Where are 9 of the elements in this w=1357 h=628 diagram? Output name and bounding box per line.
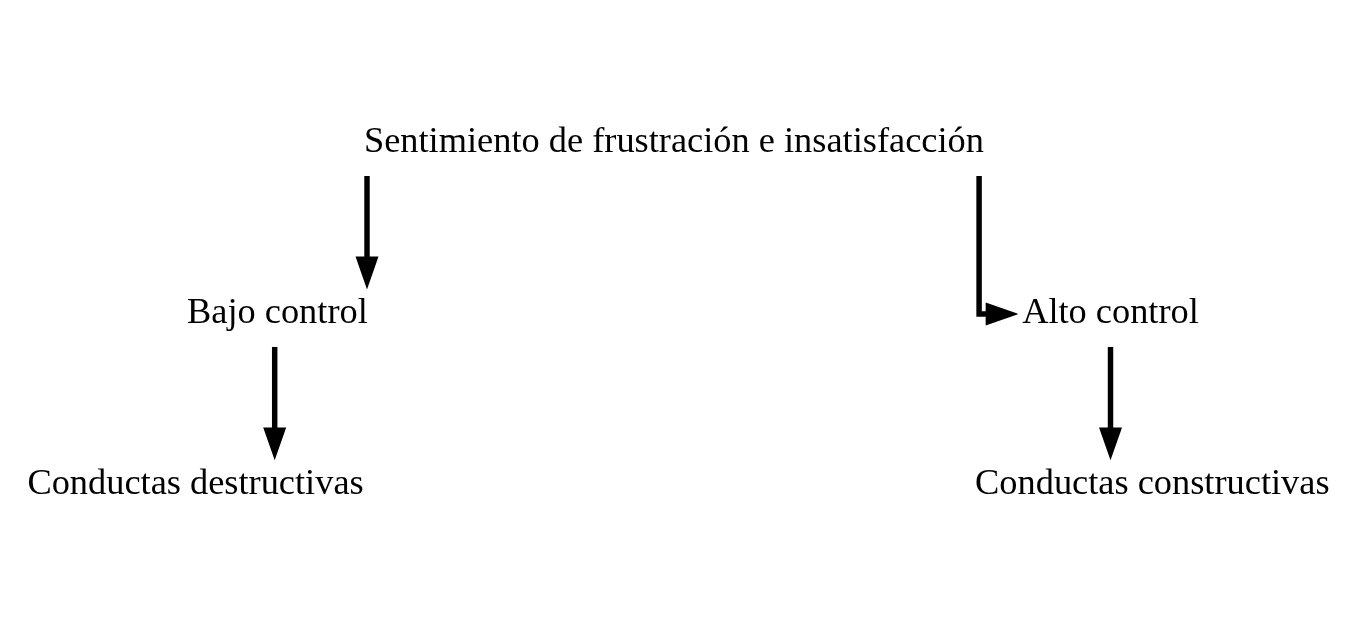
- node-text: Conductas destructivas: [27, 462, 364, 503]
- arrow: [1099, 346, 1122, 461]
- arrow: [263, 346, 287, 461]
- arrow: [976, 176, 1019, 326]
- node-text: Bajo control: [187, 291, 368, 332]
- node-text: Sentimiento de frustración e insatisfacción: [363, 120, 984, 161]
- node-text: Alto control: [1022, 291, 1199, 332]
- arrow: [355, 176, 379, 290]
- node-text: Conductas constructivas: [975, 462, 1330, 503]
